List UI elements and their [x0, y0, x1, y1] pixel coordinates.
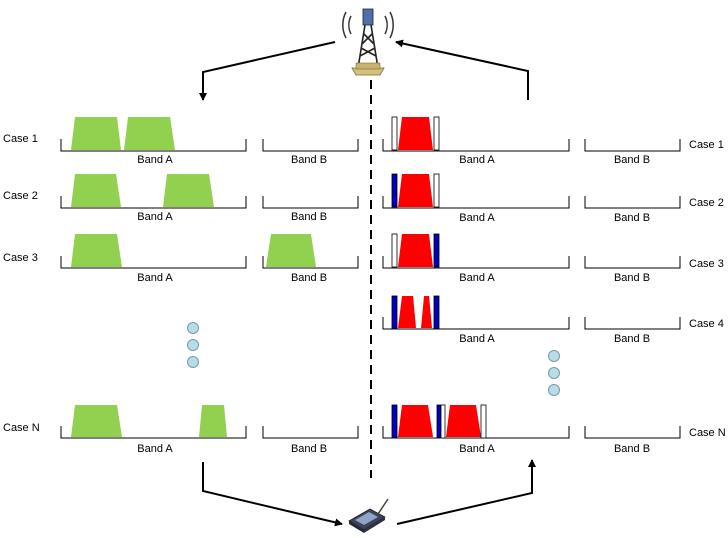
- band-b-bracket: [584, 317, 681, 330]
- blue-control-channel: [391, 295, 398, 330]
- ellipsis-dot: [187, 339, 199, 351]
- cell-tower-icon: [342, 8, 394, 76]
- downlink-arrow: [199, 41, 336, 101]
- band-b-label: Band B: [614, 154, 650, 166]
- case-label: Case 2: [689, 197, 724, 209]
- blue-control-channel: [391, 173, 398, 208]
- red-carrier: [398, 405, 433, 437]
- red-carrier: [421, 296, 432, 328]
- ellipsis-dot: [548, 367, 560, 379]
- green-carrier: [71, 405, 122, 437]
- case-label: Case 3: [689, 258, 724, 270]
- green-carrier: [71, 234, 122, 267]
- band-b-label: Band B: [291, 154, 327, 166]
- green-carrier: [163, 174, 214, 207]
- case-label: Case N: [3, 422, 40, 434]
- case-label: Case 1: [689, 139, 724, 151]
- case-row: Band A Band B Case N: [382, 404, 726, 455]
- uplink-return-arrow: [395, 39, 529, 100]
- band-b-label: Band B: [291, 211, 327, 223]
- uplink-arrow: [396, 459, 536, 525]
- band-b-bracket: [262, 139, 359, 152]
- to-device-arrow: [202, 462, 343, 527]
- empty-control-channel: [440, 404, 446, 439]
- red-carrier: [398, 174, 433, 207]
- band-b-bracket: [584, 256, 681, 269]
- case-row: Case 1 Band A Band B: [3, 117, 359, 166]
- band-b-label: Band B: [291, 443, 327, 455]
- case-row: Band A Band B Case 4: [382, 295, 724, 345]
- band-b-bracket: [584, 139, 681, 152]
- ellipsis-dot: [548, 350, 560, 362]
- band-a-bracket: [60, 256, 247, 269]
- ellipsis-dot: [548, 384, 560, 396]
- ellipsis-dot: [187, 322, 199, 334]
- blue-control-channel: [433, 295, 440, 330]
- case-row: Band A Band B Case 3: [382, 233, 724, 284]
- band-b-bracket: [584, 426, 681, 439]
- band-b-bracket: [262, 256, 359, 269]
- band-a-bracket: [60, 426, 247, 439]
- downlink-cases: Case 1 Band A Band B Case 2 Band A Band …: [3, 117, 359, 455]
- band-b-label: Band B: [614, 443, 650, 455]
- case-row: Case 3 Band A Band B: [3, 234, 359, 284]
- band-a-bracket: [382, 426, 570, 439]
- band-a-label: Band A: [137, 211, 173, 223]
- case-label: Case 3: [3, 252, 38, 264]
- blue-control-channel: [436, 404, 442, 439]
- band-a-label: Band A: [137, 154, 173, 166]
- empty-control-channel: [391, 233, 398, 268]
- empty-control-channel: [391, 116, 398, 151]
- blue-control-channel: [433, 233, 440, 268]
- uplink-cases: Band A Band B Case 1 Band A Band B Case …: [382, 116, 726, 455]
- band-a-bracket: [382, 317, 570, 330]
- ellipsis-dots-right: [548, 350, 560, 396]
- band-a-bracket: [60, 139, 247, 152]
- empty-control-channel: [480, 404, 487, 439]
- band-a-label: Band A: [137, 272, 173, 284]
- case-row: Case N Band A Band B: [3, 405, 359, 455]
- blue-control-channel: [391, 404, 398, 439]
- band-a-bracket: [382, 196, 570, 209]
- band-b-label: Band B: [614, 272, 650, 284]
- band-a-bracket: [382, 139, 570, 152]
- case-label: Case 2: [3, 190, 38, 202]
- case-label: Case 4: [689, 318, 724, 330]
- red-carrier: [446, 405, 481, 437]
- mobile-device-icon: [348, 498, 389, 533]
- empty-control-channel: [433, 173, 440, 208]
- case-row: Case 2 Band A Band B: [3, 174, 359, 223]
- band-a-label: Band A: [459, 154, 495, 166]
- case-label: Case N: [689, 427, 726, 439]
- case-row: Band A Band B Case 2: [382, 173, 724, 224]
- ellipsis-dot: [187, 356, 199, 368]
- green-carrier: [71, 117, 121, 150]
- ellipsis-dots-left: [187, 322, 199, 368]
- band-a-bracket: [60, 196, 247, 209]
- red-carrier: [398, 296, 416, 328]
- red-carrier: [398, 234, 433, 267]
- green-carrier: [266, 234, 316, 267]
- band-b-bracket: [262, 196, 359, 209]
- green-carrier: [124, 117, 175, 150]
- band-a-label: Band A: [137, 443, 173, 455]
- red-carrier: [398, 117, 433, 150]
- green-carrier: [71, 174, 121, 207]
- case-row: Band A Band B Case 1: [382, 116, 724, 166]
- band-b-label: Band B: [291, 272, 327, 284]
- band-a-bracket: [382, 256, 570, 269]
- band-b-label: Band B: [614, 212, 650, 224]
- band-b-label: Band B: [614, 333, 650, 345]
- band-a-label: Band A: [459, 333, 495, 345]
- green-carrier: [199, 405, 227, 437]
- band-b-bracket: [584, 196, 681, 209]
- empty-control-channel: [433, 116, 440, 151]
- case-label: Case 1: [3, 133, 38, 145]
- band-a-label: Band A: [459, 443, 495, 455]
- band-a-label: Band A: [459, 212, 495, 224]
- band-a-label: Band A: [459, 272, 495, 284]
- band-b-bracket: [262, 426, 359, 439]
